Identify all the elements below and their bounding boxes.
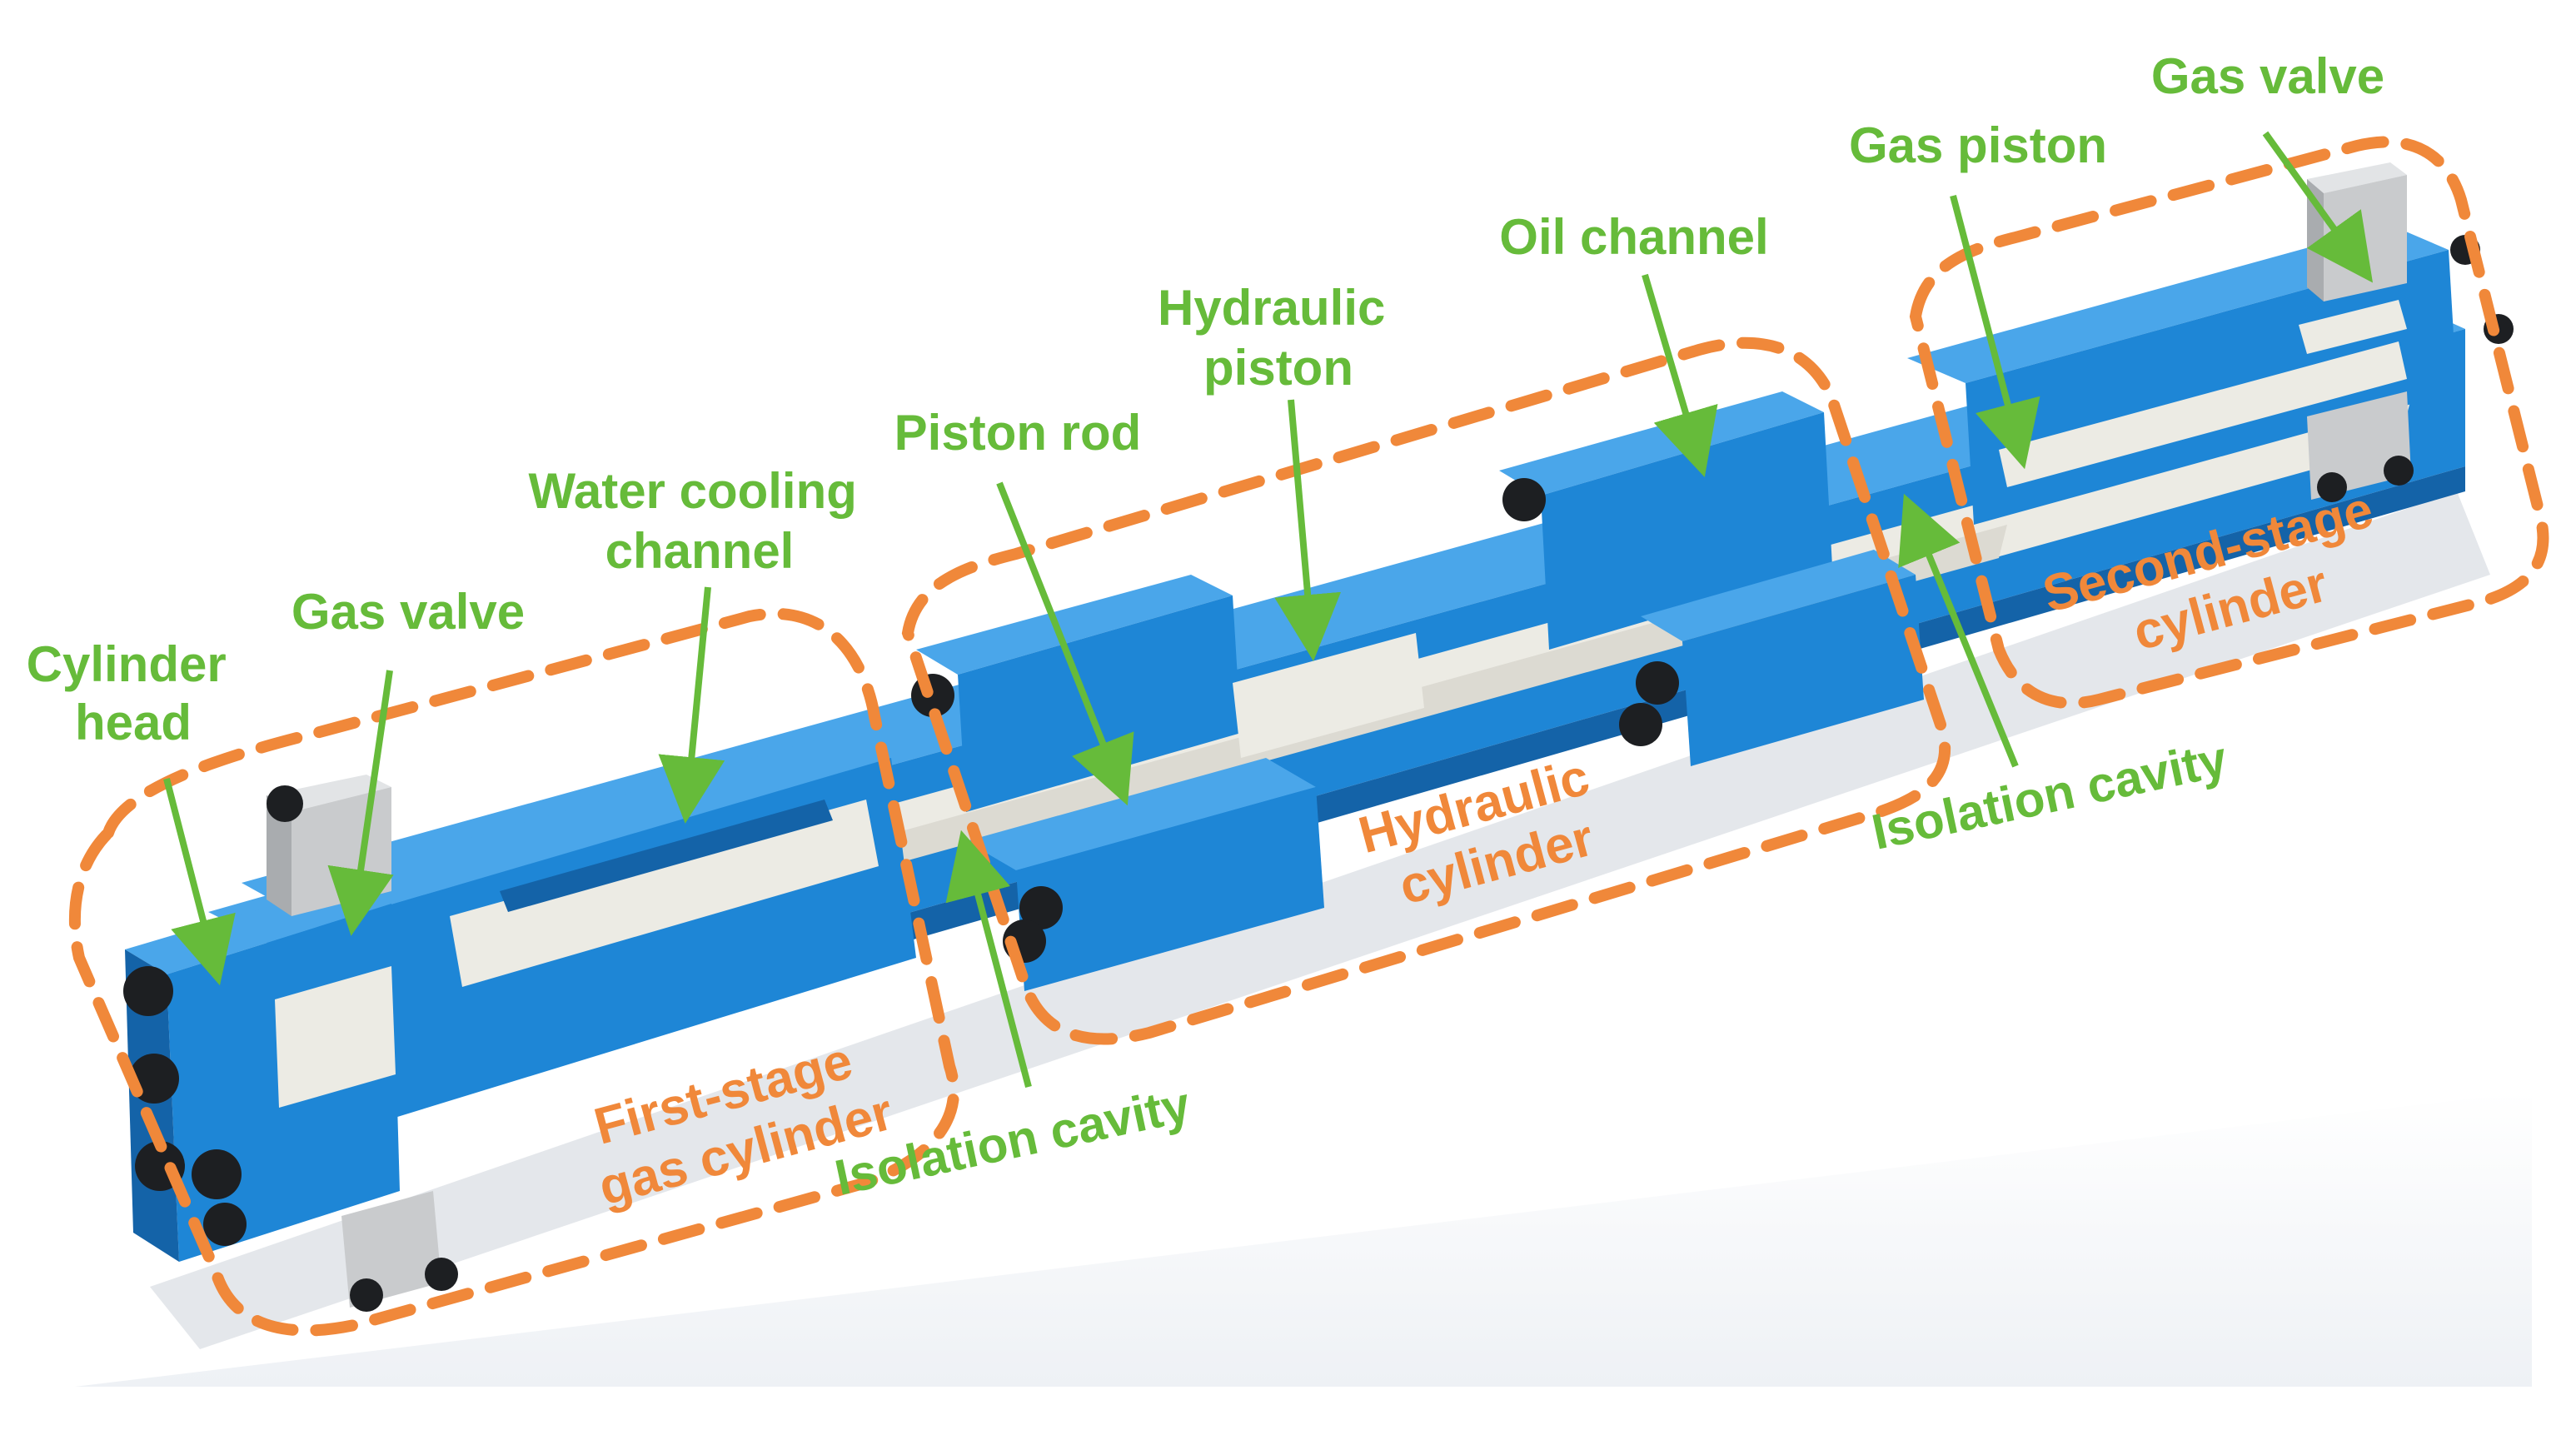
arrow-icon	[658, 586, 725, 824]
label-water-cooling-channel: Water cooling channel	[528, 463, 870, 579]
label-oil-channel: Oil channel	[1499, 209, 1768, 265]
second-stage-end-bore	[2299, 300, 2407, 354]
arrow-icon	[327, 670, 394, 936]
arrow-icon	[1950, 194, 2040, 470]
arrow-icon	[945, 830, 1032, 1089]
hydraulic-right-housing-front	[1541, 412, 1832, 650]
cylinder-head-bore	[275, 966, 396, 1108]
bottom-valve-right	[2307, 391, 2414, 502]
label-gas-valve-right: Gas valve	[2151, 48, 2384, 104]
hydraulic-lower-collar-left-top	[966, 758, 1316, 870]
hex-bolt-icon	[203, 1203, 247, 1246]
bottom-valve	[341, 1191, 458, 1312]
hydraulic-lower-collar-right-front	[1682, 575, 1924, 766]
hydraulic-upper-housing-front	[958, 595, 1241, 812]
arrow-icon	[2262, 131, 2374, 283]
label-piston-rod: Piston rod	[894, 405, 1142, 461]
first-stage-bore	[450, 800, 879, 987]
hydraulic-lower-collar-left-front	[1016, 787, 1324, 991]
arrow-icon	[996, 481, 1134, 806]
label-cylinder-head: Cylinder head	[27, 636, 241, 750]
arrow-icon	[1898, 493, 2019, 768]
hydraulic-piston	[1233, 633, 1424, 758]
group-outlines	[68, 136, 2549, 1337]
hydraulic-lower-collar-right-top	[1641, 550, 1916, 641]
hex-bolt-icon	[123, 966, 173, 1016]
hydraulic-upper-housing-top	[916, 575, 1233, 675]
arrow-icon	[1642, 273, 1718, 478]
arrow-icon	[1274, 399, 1342, 661]
label-gas-valve-left: Gas valve	[291, 584, 525, 640]
hex-bolt-icon	[1619, 703, 1662, 746]
arrow-icon	[163, 778, 236, 986]
hex-bolt-icon	[192, 1149, 242, 1199]
water-cooling-slot	[500, 800, 833, 912]
first-stage-outline	[68, 607, 959, 1337]
hex-bolt-icon	[1636, 661, 1679, 705]
hex-bolt-icon	[1019, 886, 1063, 929]
hydraulic-bolts	[911, 478, 1679, 963]
second-stage-outline	[1909, 136, 2549, 710]
assembly-shadow	[150, 491, 2490, 1349]
gas-valve-icon	[2307, 162, 2407, 301]
floor-shading	[75, 1091, 2532, 1387]
pointer-arrows	[163, 131, 2374, 1089]
label-hydraulic-piston: Hydraulic piston	[1158, 280, 1399, 396]
hex-bolt-icon	[1502, 478, 1546, 521]
gas-piston-bore	[1999, 341, 2407, 487]
label-gas-piston: Gas piston	[1849, 117, 2107, 173]
hydraulic-outline	[901, 336, 1951, 1045]
